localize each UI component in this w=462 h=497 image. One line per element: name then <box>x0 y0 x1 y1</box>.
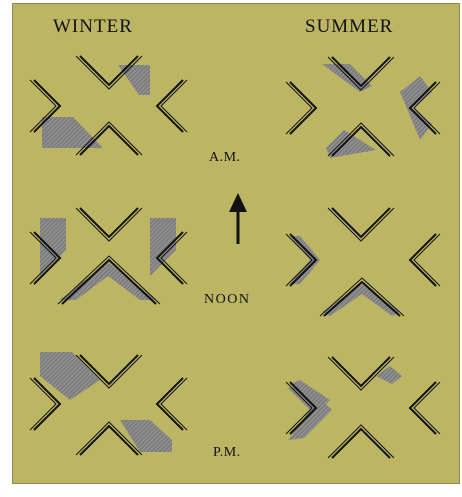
street-edge <box>332 208 390 237</box>
shadow-region <box>400 76 432 140</box>
shadow-region <box>42 117 103 148</box>
winter-noon-intersection <box>30 208 187 304</box>
north-arrow-icon <box>229 193 247 244</box>
summer-pm-intersection <box>286 357 440 458</box>
winter-pm-intersection <box>30 352 187 455</box>
shadow-region <box>120 420 172 452</box>
winter-am-intersection <box>30 56 187 155</box>
shadow-region <box>322 64 372 92</box>
summer-noon-intersection <box>286 208 440 316</box>
shadow-region <box>376 366 402 384</box>
street-edge <box>332 357 390 386</box>
summer-am-intersection <box>286 57 440 158</box>
shadow-region <box>40 218 66 276</box>
shadow-region <box>118 65 150 95</box>
shadow-region <box>60 262 156 300</box>
street-edge <box>80 208 138 237</box>
street-edge <box>332 429 390 458</box>
shadow-region <box>322 284 400 316</box>
